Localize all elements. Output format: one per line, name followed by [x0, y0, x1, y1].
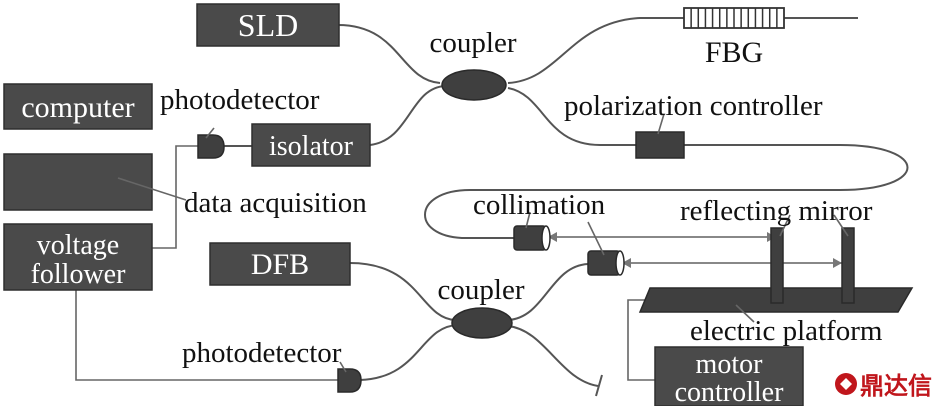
photodetector-top-label: photodetector	[160, 84, 320, 116]
wire-motor-controller-platform	[627, 299, 655, 381]
controller-label: controller	[675, 377, 785, 406]
fbg-grating	[683, 7, 785, 29]
pointer-data-acquisition	[117, 177, 187, 201]
fiber-dfb-coupler	[349, 262, 456, 321]
collimator-2	[587, 250, 625, 276]
reflecting-mirror-2	[841, 227, 855, 304]
electric-platform-label: electric platform	[690, 315, 883, 347]
beam-arrowhead-left	[548, 232, 557, 242]
data-acquisition-box	[3, 153, 153, 211]
polarization-controller-label: polarization controller	[564, 90, 823, 122]
data-acquisition-label: data acquisition	[184, 187, 367, 219]
fiber-photodetector-coupler	[359, 324, 459, 381]
wire-voltage-follower-photodetector	[75, 290, 338, 381]
sld-label: SLD	[238, 7, 298, 43]
fbg-label: FBG	[705, 36, 763, 69]
follower-label: follower	[31, 259, 127, 290]
pointer-electric-platform	[735, 304, 755, 323]
watermark-logo: 鼎达信	[835, 372, 932, 400]
photodetector-bottom-device	[337, 368, 362, 393]
fiber-coupler-termination	[507, 325, 599, 387]
fiber-isolator-coupler	[369, 85, 446, 146]
polarization-controller-device	[635, 131, 685, 159]
pointer-polarization-controller	[657, 113, 665, 135]
isolator-label: isolator	[269, 131, 354, 162]
photodetector-top-device	[197, 134, 225, 159]
coupler-bottom-label: coupler	[438, 274, 525, 306]
fiber-coupler-fbg	[507, 17, 684, 84]
collimator-1	[513, 225, 551, 251]
watermark-text: 鼎达信	[860, 372, 932, 400]
pointer-mirror-2	[833, 214, 849, 237]
motor-label: motor	[696, 349, 764, 380]
fiber-sld-coupler	[337, 24, 441, 84]
pointer-photodetector-top	[205, 127, 215, 139]
beam-arrowhead-left2	[622, 258, 631, 268]
pointer-collimation-1	[525, 211, 531, 229]
beam-arrowhead-right2	[833, 258, 842, 268]
coupler-top	[441, 69, 507, 101]
voltage-follower-box: voltage follower	[3, 223, 153, 291]
reflecting-mirror-1	[770, 227, 784, 304]
computer-box: computer	[3, 83, 153, 130]
motor-controller-box: motor controller	[654, 346, 804, 406]
coupler-top-label: coupler	[430, 27, 517, 59]
dfb-laser: DFB	[209, 242, 351, 286]
photodetector-bottom-label: photodetector	[182, 337, 342, 369]
voltage-label: voltage	[37, 230, 119, 261]
isolator-box: isolator	[251, 123, 371, 167]
coupler-bottom	[451, 307, 513, 339]
fiber-coupler-polarization-loop	[424, 87, 909, 240]
sld-source: SLD	[196, 3, 340, 47]
collimation-label: collimation	[473, 189, 606, 221]
fiber-coupler-collimator	[507, 263, 589, 321]
computer-label: computer	[21, 91, 134, 124]
reflecting-mirror-label: reflecting mirror	[680, 195, 873, 227]
dfb-label: DFB	[251, 248, 309, 281]
pointer-photodetector-bottom	[339, 361, 347, 373]
pointer-collimation-2	[587, 221, 605, 256]
pointer-mirror-1	[779, 214, 791, 237]
fiber-termination-mark	[595, 374, 603, 397]
